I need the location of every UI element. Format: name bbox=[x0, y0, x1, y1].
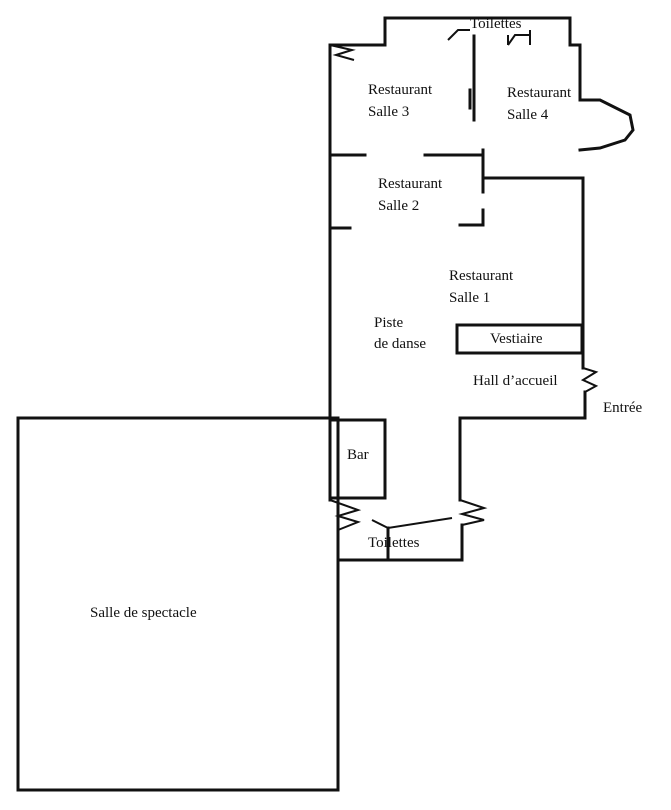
label-salle4-line1: Restaurant bbox=[507, 85, 572, 101]
label-entree: Entrée bbox=[603, 400, 642, 416]
bar-box bbox=[328, 418, 387, 500]
label-hall-accueil: Hall d’accueil bbox=[473, 373, 558, 389]
vestiaire-box bbox=[455, 323, 584, 355]
entrance-door bbox=[580, 367, 599, 393]
label-toilettes-top: Toilettes bbox=[470, 16, 522, 32]
door-salle3 bbox=[329, 44, 356, 61]
label-piste-line2: de danse bbox=[374, 336, 426, 352]
label-salle3-line2: Salle 3 bbox=[368, 104, 409, 120]
label-salle4-line2: Salle 4 bbox=[507, 107, 549, 123]
label-salle-de-spectacle: Salle de spectacle bbox=[90, 605, 197, 621]
label-toilettes-bottom: Toilettes bbox=[368, 535, 420, 551]
label-salle2-line2: Salle 2 bbox=[378, 198, 419, 214]
toilettes-bottom-walls bbox=[329, 499, 488, 562]
label-salle1-line1: Restaurant bbox=[449, 268, 514, 284]
internal-walls bbox=[328, 29, 531, 230]
label-salle1-line2: Salle 1 bbox=[449, 290, 490, 306]
building-walls bbox=[328, 16, 635, 502]
label-vestiaire: Vestiaire bbox=[490, 331, 543, 347]
label-bar: Bar bbox=[347, 447, 369, 463]
label-salle3-line1: Restaurant bbox=[368, 82, 433, 98]
salle-de-spectacle-box bbox=[16, 416, 340, 792]
label-salle2-line1: Restaurant bbox=[378, 176, 443, 192]
label-piste-line1: Piste bbox=[374, 315, 404, 331]
